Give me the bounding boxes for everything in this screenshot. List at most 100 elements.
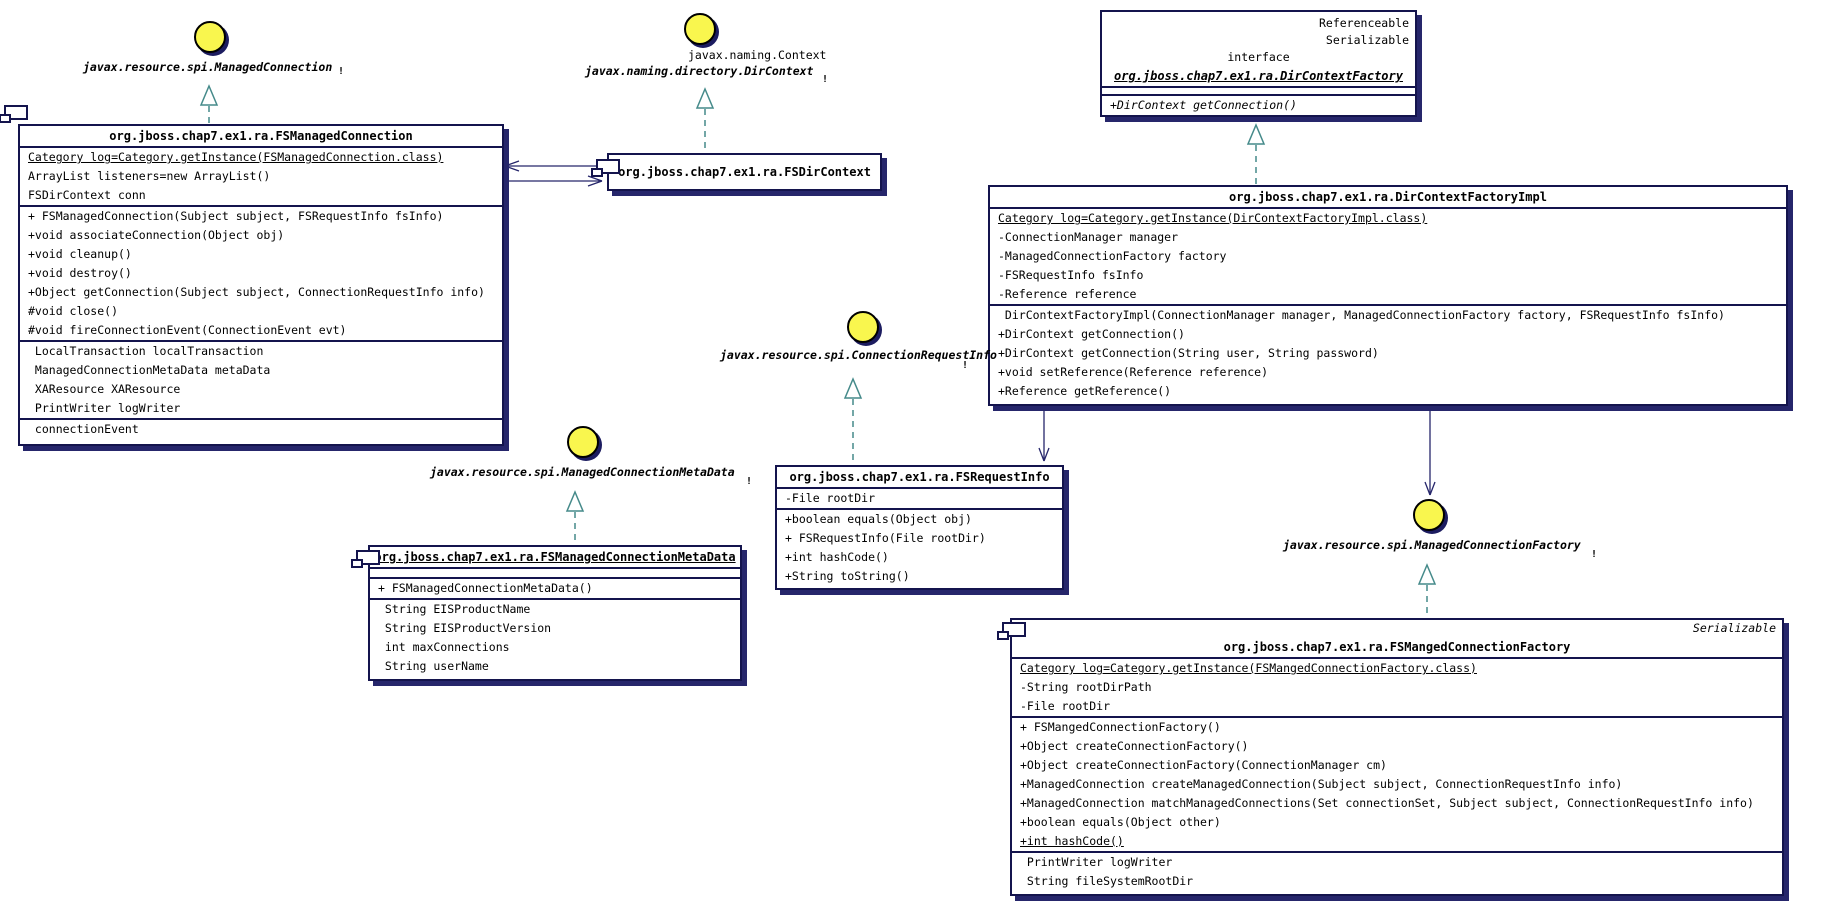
member-row: -FSRequestInfo fsInfo (998, 268, 1144, 282)
member-row: -ManagedConnectionFactory factory (998, 249, 1227, 263)
interface-keyword: interface (1227, 50, 1290, 64)
managed-connection-meta-data-interface-label: javax.resource.spi.ManagedConnectionMeta… (430, 465, 735, 479)
class-title: org.jboss.chap7.ex1.ra.FSMangedConnectio… (1012, 637, 1782, 659)
class-title: org.jboss.chap7.ex1.ra.FSRequestInfo (777, 467, 1062, 489)
class-icon (351, 550, 380, 568)
member-row: ArrayList listeners=new ArrayList() (28, 169, 271, 183)
member-row: + FSMangedConnectionFactory() (1020, 720, 1221, 734)
member-list: + FSManagedConnectionMetaData() String E… (370, 579, 740, 676)
member-row: + FSManagedConnection(Subject subject, F… (28, 209, 444, 223)
realization-dircontextfactoryimpl-dircontextfactory (1246, 123, 1266, 184)
member-row: +Object createConnectionFactory(Connecti… (1020, 758, 1387, 772)
member-row: + FSManagedConnectionMetaData() (370, 579, 740, 600)
class-fs-manged-connection-factory[interactable]: Serializable org.jboss.chap7.ex1.ra.FSMa… (1010, 618, 1784, 896)
member-row: + FSRequestInfo(File rootDir) (785, 531, 986, 545)
member-list: -File rootDir +boolean equals(Object obj)… (777, 489, 1062, 586)
member-row: #void close() (28, 304, 119, 318)
stray-mark: ! (338, 66, 345, 77)
member-row: -File rootDir (1012, 697, 1782, 718)
member-row: +DirContext getConnection() (1110, 98, 1297, 112)
member-row: DirContextFactoryImpl(ConnectionManager … (998, 308, 1725, 322)
member-list: +DirContext getConnection() (1102, 96, 1415, 115)
dir-context-lollipop-icon[interactable] (684, 13, 716, 45)
realization-fsrequestinfo-connectionrequestinfo (843, 377, 863, 464)
interface-dir-context-factory[interactable]: Referenceable Serializable interface org… (1100, 10, 1417, 117)
member-row: connectionEvent (28, 422, 139, 436)
member-row: +Reference getReference() (998, 384, 1172, 398)
stray-mark: ! (962, 360, 969, 371)
member-row: +boolean equals(Object other) (1020, 815, 1221, 829)
member-row: +DirContext getConnection(String user, S… (998, 346, 1379, 360)
stray-mark: ! (746, 476, 753, 487)
member-row: Category log=Category.getInstance(FSMana… (28, 150, 444, 164)
member-row: -Reference reference (990, 285, 1786, 306)
member-row: String userName (378, 659, 489, 673)
class-fs-managed-connection-meta-data[interactable]: org.jboss.chap7.ex1.ra.FSManagedConnecti… (368, 545, 742, 681)
member-row: -ConnectionManager manager (998, 230, 1179, 244)
realization-fsmanagedconnection-managedconnection (199, 84, 219, 124)
member-row: +ManagedConnection matchManagedConnectio… (1020, 796, 1754, 810)
class-title: org.jboss.chap7.ex1.ra.FSManagedConnecti… (20, 126, 502, 148)
association-dircontextfactoryimpl-to-fsrequestinfo (1038, 407, 1050, 462)
managed-connection-interface-label: javax.resource.spi.ManagedConnection (83, 60, 333, 74)
empty-compartment (370, 569, 740, 579)
naming-context-label: javax.naming.Context (688, 48, 827, 62)
class-title: org.jboss.chap7.ex1.ra.FSManagedConnecti… (370, 547, 740, 569)
member-row: Category log=Category.getInstance(DirCon… (998, 211, 1428, 225)
class-icon (997, 622, 1026, 640)
stray-mark: ! (822, 74, 829, 85)
class-fs-dir-context[interactable]: org.jboss.chap7.ex1.ra.FSDirContext (607, 153, 882, 191)
member-row: +void cleanup() (28, 247, 132, 261)
member-row: PrintWriter logWriter (20, 399, 502, 420)
dir-context-interface-label: javax.naming.directory.DirContext (585, 64, 814, 78)
realization-fsdircontext-dircontext (695, 87, 715, 152)
stereotype-label: Referenceable (1318, 16, 1409, 30)
stereotype-label: Serializable (1692, 621, 1776, 635)
member-row: XAResource XAResource (28, 382, 181, 396)
realization-fsmangedconnectionfactory-managedconnectionfactory (1417, 563, 1437, 617)
association-dircontextfactoryimpl-to-managedconnectionfactory (1424, 407, 1436, 496)
stray-mark: ! (1591, 549, 1598, 560)
connection-request-info-lollipop-icon[interactable] (847, 311, 879, 343)
empty-compartment (1102, 88, 1415, 96)
managed-connection-factory-interface-label: javax.resource.spi.ManagedConnectionFact… (1283, 538, 1581, 552)
class-dir-context-factory-impl[interactable]: org.jboss.chap7.ex1.ra.DirContextFactory… (988, 185, 1788, 406)
member-row: +DirContext getConnection() (998, 327, 1185, 341)
member-row: +void setReference(Reference reference) (998, 365, 1269, 379)
member-row: -File rootDir (777, 489, 1062, 510)
realization-fsmanagedconnectionmetadata-managedconnectionmetadata (565, 490, 585, 544)
member-row: +int hashCode() (1012, 832, 1782, 853)
member-row: String EISProductName (378, 602, 531, 616)
member-list: Category log=Category.getInstance(DirCon… (990, 209, 1786, 401)
member-row: PrintWriter logWriter (1020, 855, 1173, 869)
stereotype-label: Serializable (1325, 33, 1409, 47)
class-title: org.jboss.chap7.ex1.ra.DirContextFactory (1102, 66, 1415, 88)
member-row: +int hashCode() (785, 550, 889, 564)
member-row: -String rootDirPath (1020, 680, 1152, 694)
association-fsdircontext-to-fsmanagedconnection (504, 160, 607, 172)
class-fs-request-info[interactable]: org.jboss.chap7.ex1.ra.FSRequestInfo -Fi… (775, 465, 1064, 590)
member-row: #void fireConnectionEvent(ConnectionEven… (20, 321, 502, 342)
class-fs-managed-connection[interactable]: org.jboss.chap7.ex1.ra.FSManagedConnecti… (18, 124, 504, 446)
member-row: +Object createConnectionFactory() (1020, 739, 1249, 753)
member-row: String EISProductVersion (378, 621, 552, 635)
member-row: LocalTransaction localTransaction (28, 344, 264, 358)
member-row: String fileSystemRootDir (1020, 874, 1194, 888)
managed-connection-meta-data-lollipop-icon[interactable] (567, 426, 599, 458)
member-row: Category log=Category.getInstance(FSMang… (1020, 661, 1477, 675)
member-row: +Object getConnection(Subject subject, C… (28, 285, 485, 299)
connection-request-info-interface-label: javax.resource.spi.ConnectionRequestInfo (720, 348, 997, 362)
class-title: org.jboss.chap7.ex1.ra.FSDirContext (618, 165, 871, 179)
member-row: +ManagedConnection createManagedConnecti… (1020, 777, 1623, 791)
managed-connection-lollipop-icon[interactable] (194, 21, 226, 53)
managed-connection-factory-lollipop-icon[interactable] (1413, 499, 1445, 531)
member-row: +String toString() (785, 569, 910, 583)
member-row: +boolean equals(Object obj) (785, 512, 972, 526)
association-fsmanagedconnection-to-fsdircontext (503, 175, 603, 187)
class-title: org.jboss.chap7.ex1.ra.DirContextFactory… (990, 187, 1786, 209)
member-row: +void destroy() (28, 266, 132, 280)
class-icon (591, 159, 620, 177)
member-list: Category log=Category.getInstance(FSMang… (1012, 659, 1782, 891)
member-row: ManagedConnectionMetaData metaData (28, 363, 271, 377)
